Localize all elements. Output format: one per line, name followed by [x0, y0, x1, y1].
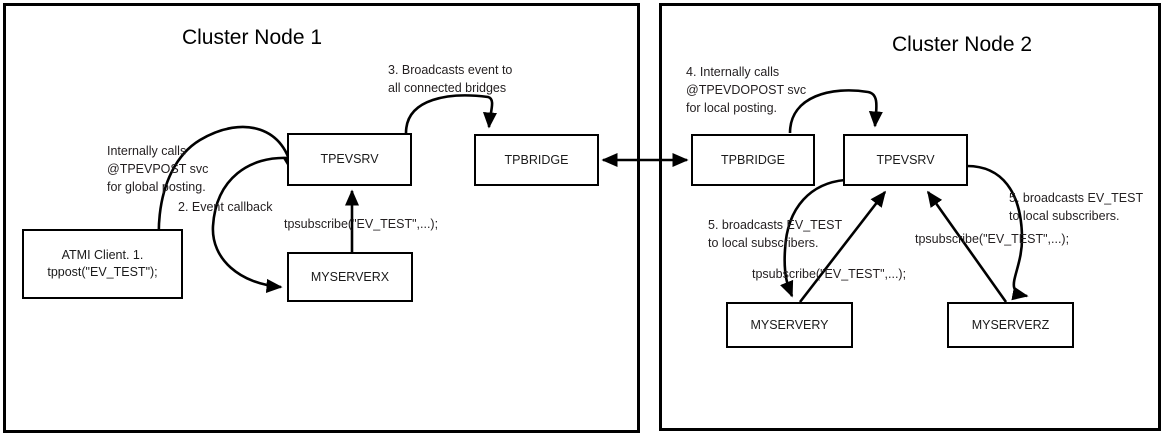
box-tpevsrv-node-2[interactable]: TPEVSRV — [843, 134, 968, 186]
annotation-internally-calls-tpevdopost: 4. Internally calls @TPEVDOPOST svc for … — [686, 65, 807, 115]
box-tpbridge-node-1[interactable]: TPBRIDGE — [474, 134, 599, 186]
annotation-broadcasts-local-subscribers-right: 5. broadcasts EV_TEST to local subscribe… — [1009, 191, 1144, 223]
box-tpevsrv-node-1[interactable]: TPEVSRV — [287, 133, 412, 186]
annotation-tpsubscribe-myserverx: tpsubscribe("EV_TEST",...); — [284, 217, 439, 231]
panel-title-cluster-node-2: Cluster Node 2 — [891, 33, 1033, 56]
annotation-internally-calls-tpevpost: Internally calls @TPEVPOST svc for globa… — [107, 144, 209, 194]
panel-cluster-node-1 — [3, 3, 640, 433]
box-myservery[interactable]: MYSERVERY — [726, 302, 853, 348]
annotation-event-callback: 2. Event callback — [178, 200, 273, 214]
box-myserverx[interactable]: MYSERVERX — [287, 252, 413, 302]
box-atmi-client[interactable]: ATMI Client. 1. tppost("EV_TEST"); — [22, 229, 183, 299]
panel-title-cluster-node-1: Cluster Node 1 — [181, 26, 323, 49]
annotation-broadcasts-to-bridges: 3. Broadcasts event to all connected bri… — [388, 63, 513, 95]
box-tpbridge-node-2[interactable]: TPBRIDGE — [691, 134, 815, 186]
annotation-tpsubscribe-myservery: tpsubscribe("EV_TEST",...); — [752, 267, 907, 281]
box-myserverz[interactable]: MYSERVERZ — [947, 302, 1074, 348]
annotation-tpsubscribe-myserverz: tpsubscribe("EV_TEST",...); — [915, 232, 1070, 246]
annotation-broadcasts-local-subscribers-left: 5. broadcasts EV_TEST to local subscribe… — [708, 218, 843, 250]
panel-cluster-node-2 — [659, 3, 1161, 431]
